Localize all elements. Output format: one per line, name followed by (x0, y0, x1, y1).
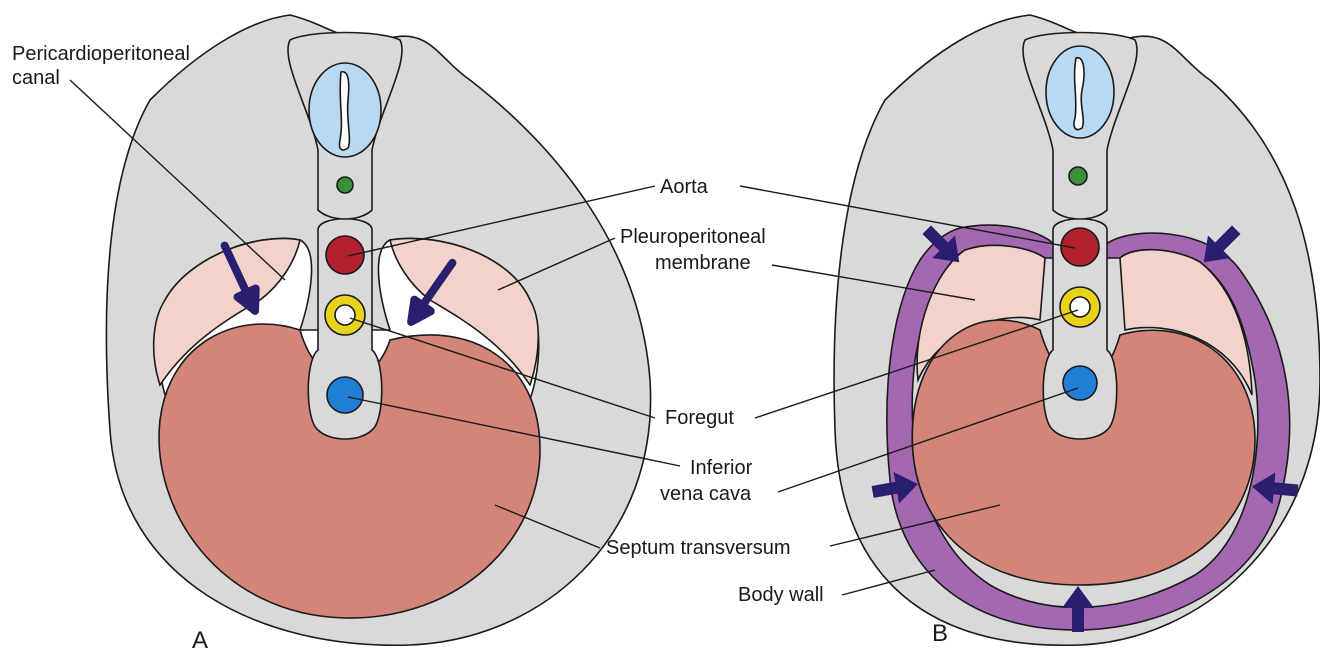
panel-a: A (106, 15, 650, 652)
label-aorta: Aorta (660, 176, 709, 198)
label-pleuroperitoneal-1: Pleuroperitoneal (620, 226, 766, 248)
ivc-b (1063, 366, 1097, 400)
foregut-lumen-b (1070, 297, 1090, 317)
ivc-a (327, 377, 363, 413)
label-septum-transversum: Septum transversum (606, 537, 791, 559)
label-ivc-2: vena cava (660, 483, 752, 505)
notochord-a (337, 177, 353, 193)
panel-b: B (834, 15, 1320, 647)
label-body-wall: Body wall (738, 584, 824, 606)
panel-label-a: A (192, 627, 208, 652)
label-pleuroperitoneal-2: membrane (655, 252, 751, 274)
aorta-a (326, 236, 364, 274)
neural-canal-a (339, 72, 349, 150)
label-pericardioperitoneal-canal-1: Pericardioperitoneal (12, 43, 190, 65)
label-foregut: Foregut (665, 407, 734, 429)
foregut-lumen-a (335, 305, 355, 325)
panel-label-b: B (932, 620, 948, 647)
label-ivc-1: Inferior (690, 457, 753, 479)
label-pericardioperitoneal-canal-2: canal (12, 67, 60, 89)
notochord-b (1069, 167, 1087, 185)
